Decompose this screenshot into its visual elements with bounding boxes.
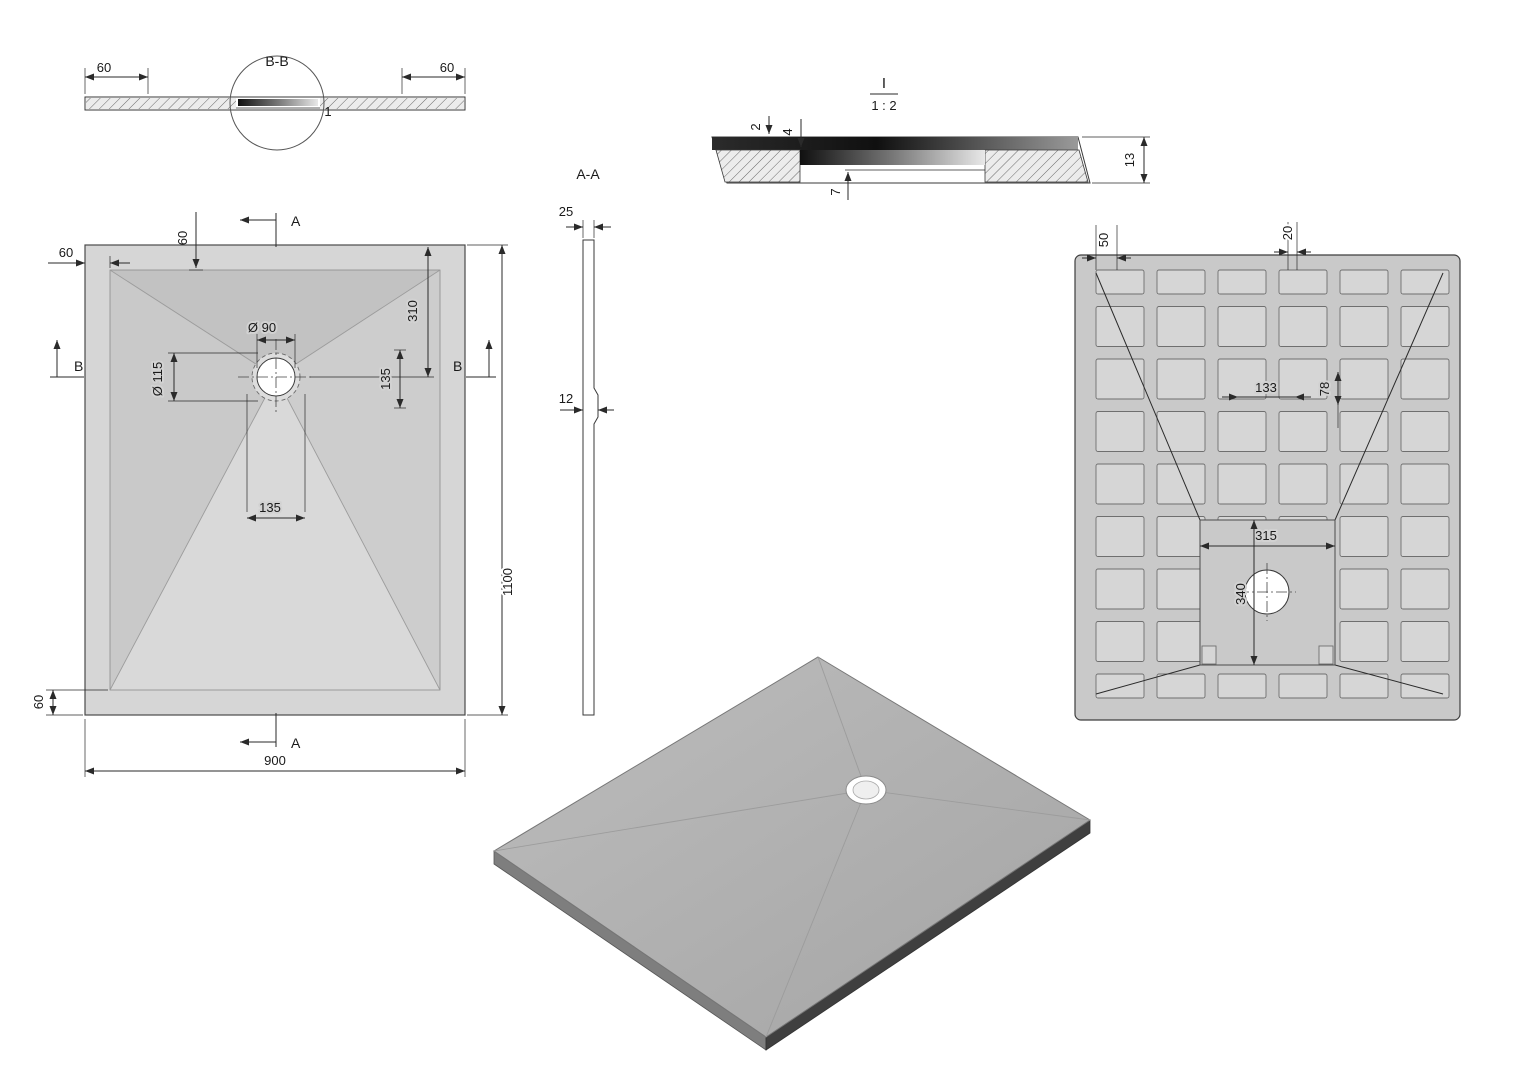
rib [1278,463,1328,505]
rib [1400,621,1450,662]
rib [1339,673,1389,699]
rib [1156,306,1206,347]
rib [1400,516,1450,557]
rib [1217,673,1267,699]
section-bb-label: B-B [265,53,288,69]
plan-dimensions: A A B B 60 60 Ø 90 Ø 115 310 [29,212,517,777]
rib [1400,568,1450,610]
side-aa-view: A-A 25 12 [559,166,614,716]
slope-diagonals [1095,272,1444,695]
rib [1400,306,1450,347]
dim-side-25: 25 [559,204,573,219]
section-bb-view: B-B 60 60 1 [84,53,466,151]
dim-width: 900 [264,753,286,768]
rib [1156,269,1206,295]
iso-drain-hole [852,780,880,800]
rib [1339,411,1389,452]
detail-i-label: I [882,75,886,92]
rib [1400,411,1450,452]
plan-view [84,244,466,716]
rib [1400,358,1450,400]
dim-drain-from-top: 310 [405,300,420,322]
rib [1095,673,1145,699]
rib [1339,463,1389,505]
cut-label-a-bottom: A [291,735,301,751]
rib [1217,411,1267,452]
dim-rib-col-50: 50 [1096,233,1111,247]
rib [1095,516,1145,557]
dim-drain-outer: Ø 115 [150,362,165,396]
rib [1339,568,1389,610]
dim-detail-2: 2 [748,123,763,130]
rib [1339,306,1389,347]
rib [1339,621,1389,662]
dim-center-w-315: 315 [1255,528,1277,543]
detail-mark-1: 1 [324,104,331,119]
rib [1278,673,1328,699]
dim-rib-h-78: 78 [1317,382,1332,396]
rib [1095,306,1145,347]
rib [1217,358,1267,400]
rib [1217,306,1267,347]
dim-plan-60-left: 60 [59,245,73,260]
rib [1156,621,1206,662]
cut-label-b-right: B [453,358,462,374]
dim-side-12: 12 [559,391,573,406]
rib [1400,269,1450,295]
rib [1217,463,1267,505]
rib [1278,411,1328,452]
rib [1156,673,1206,699]
rib [1400,673,1450,699]
dim-bb-left: 60 [97,60,111,75]
dim-length: 1100 [500,568,515,596]
dim-drain-h: 135 [259,500,281,515]
dim-center-h-340: 340 [1233,583,1248,605]
rib [1339,358,1389,400]
rib [1095,463,1145,505]
dim-bb-right: 60 [440,60,454,75]
rib [1217,269,1267,295]
rib [1156,516,1206,557]
rib [1156,358,1206,400]
rib [1278,269,1328,295]
rib [1156,568,1206,610]
rib [1400,463,1450,505]
detail-callout-circle [229,55,325,151]
rib [1095,568,1145,610]
side-aa-label: A-A [576,166,600,182]
rib [1095,358,1145,400]
rib [1095,411,1145,452]
cut-label-a-top: A [291,213,301,229]
dim-slot-20: 20 [1280,226,1295,240]
rib [1095,269,1145,295]
bottom-view: 50 20 133 78 315 340 [1074,222,1461,721]
dim-detail-4: 4 [780,128,795,135]
isometric-view [493,656,1091,1051]
rib [1278,306,1328,347]
rib [1156,411,1206,452]
detail-i-scale: 1 : 2 [871,98,896,113]
dim-bottom-offset: 60 [31,695,46,709]
dim-plan-60-top: 60 [175,231,190,245]
dim-detail-7: 7 [828,188,843,195]
dim-drain-inner: Ø 90 [248,320,276,335]
rib [1339,516,1389,557]
rib [1095,621,1145,662]
detail-i-view: I 1 : 2 2 4 7 13 [711,75,1150,200]
dim-detail-13: 13 [1122,153,1137,167]
rib [1156,463,1206,505]
dim-drain-v: 135 [378,368,393,390]
cut-label-b-left: B [74,358,83,374]
rib [1339,269,1389,295]
dim-rib-w-133: 133 [1255,380,1277,395]
